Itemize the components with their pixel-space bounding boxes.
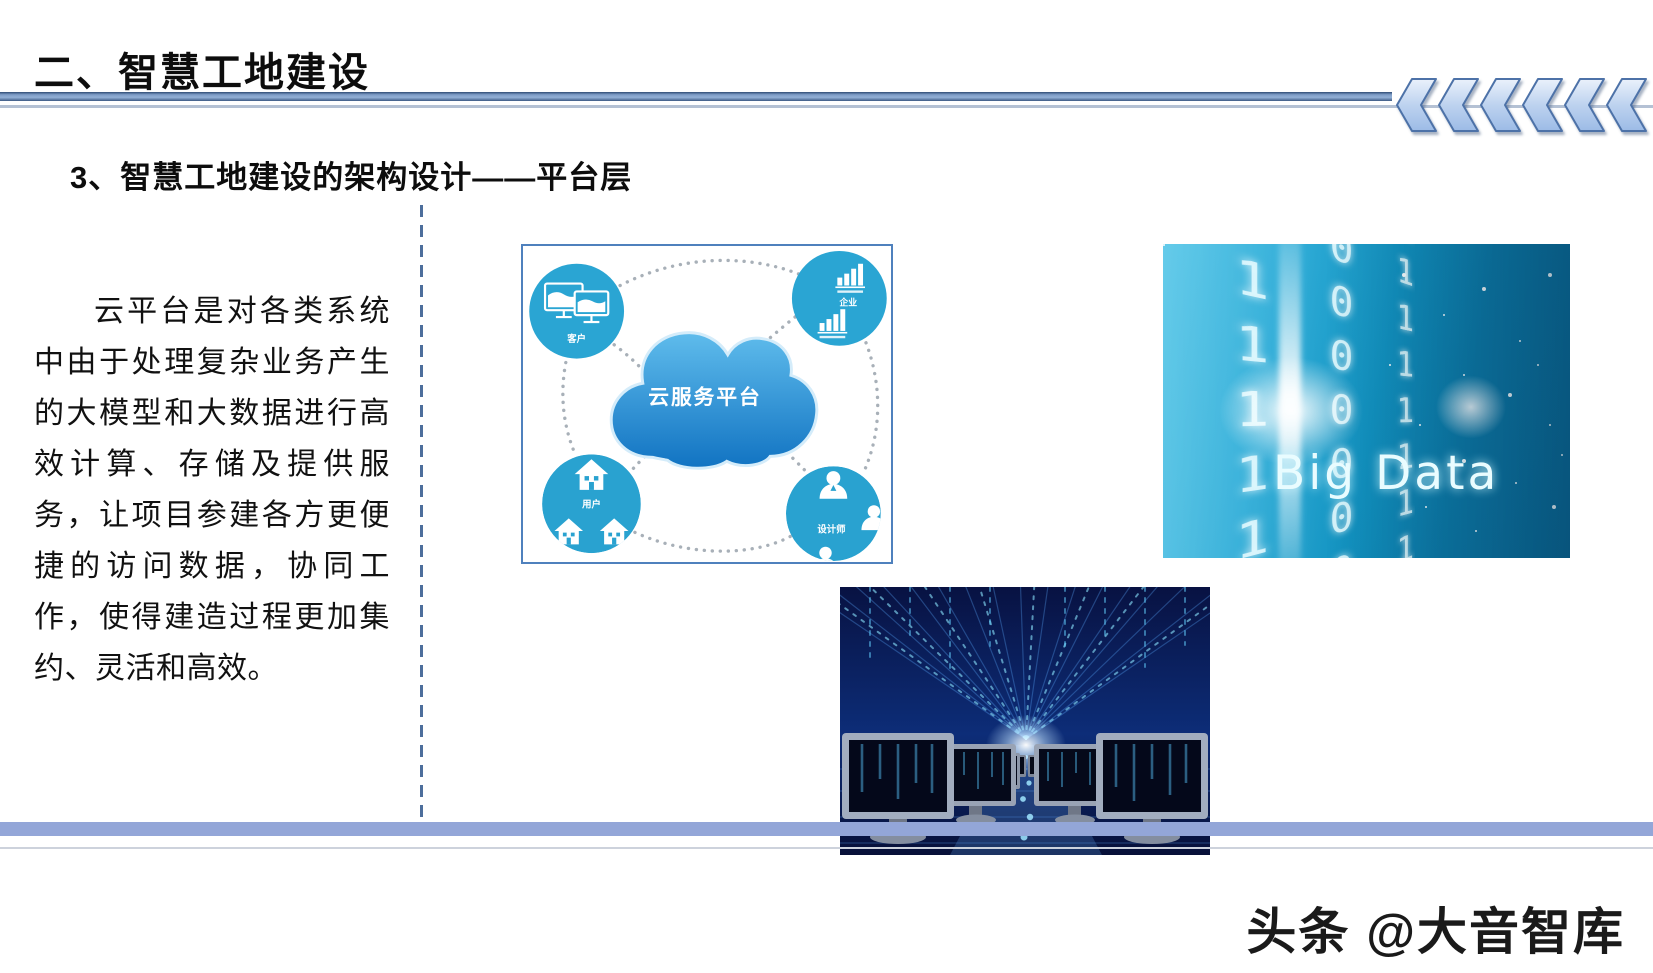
- starfield-texture: [1163, 244, 1165, 246]
- node-label: 设计师: [817, 523, 846, 534]
- monitor-row: [842, 733, 1208, 844]
- footer-bar: [0, 822, 1653, 836]
- cloud-label: 云服务平台: [648, 385, 761, 409]
- binary-rays: [840, 587, 1210, 740]
- big-data-caption: Big Data: [1273, 446, 1500, 501]
- monitor-icon: [1096, 733, 1208, 844]
- node-enterprise: 企业: [791, 250, 887, 346]
- node-label: 客户: [566, 333, 586, 344]
- chevron-decoration-icon: [1396, 78, 1652, 138]
- title-underline: [0, 92, 1392, 101]
- cloud-shape: 云服务平台: [609, 331, 819, 470]
- slide-subtitle: 3、智慧工地建设的架构设计——平台层: [70, 160, 633, 195]
- light-flare-icon: [1191, 336, 1391, 486]
- house-icon: [554, 459, 629, 545]
- light-flare-icon: [1421, 362, 1521, 452]
- node-clients: 客户: [529, 263, 625, 359]
- big-data-image: 1 0 1 0 1 0 1 0 1 0 1 0 1 0 1 0 1 0 1 0 …: [1163, 244, 1570, 558]
- monitor-icon: [842, 733, 954, 844]
- footer-thin-line: [0, 847, 1653, 849]
- watermark-text: 头条 @大音智库: [1246, 904, 1625, 960]
- node-label: 用户: [581, 499, 601, 510]
- cloud-platform-diagram: 云服务平台 客户: [521, 244, 893, 564]
- node-users: 用户: [542, 454, 641, 554]
- bar-chart-icon: [817, 263, 865, 339]
- node-label: 企业: [838, 296, 857, 307]
- image-shade-overlay: [1163, 244, 1570, 558]
- dual-monitor-icon: [543, 282, 610, 324]
- person-icon: [813, 471, 881, 562]
- node-designers: 设计师: [786, 466, 881, 562]
- data-stream-image: [840, 587, 1210, 855]
- title-underline-thin: [0, 105, 1653, 108]
- slide-title: 二、智慧工地建设: [34, 51, 370, 95]
- vertical-dashed-divider: [420, 205, 423, 822]
- body-paragraph: 云平台是对各类系统中由于处理复杂业务产生的大模型和大数据进行高效计算、存储及提供…: [34, 295, 390, 685]
